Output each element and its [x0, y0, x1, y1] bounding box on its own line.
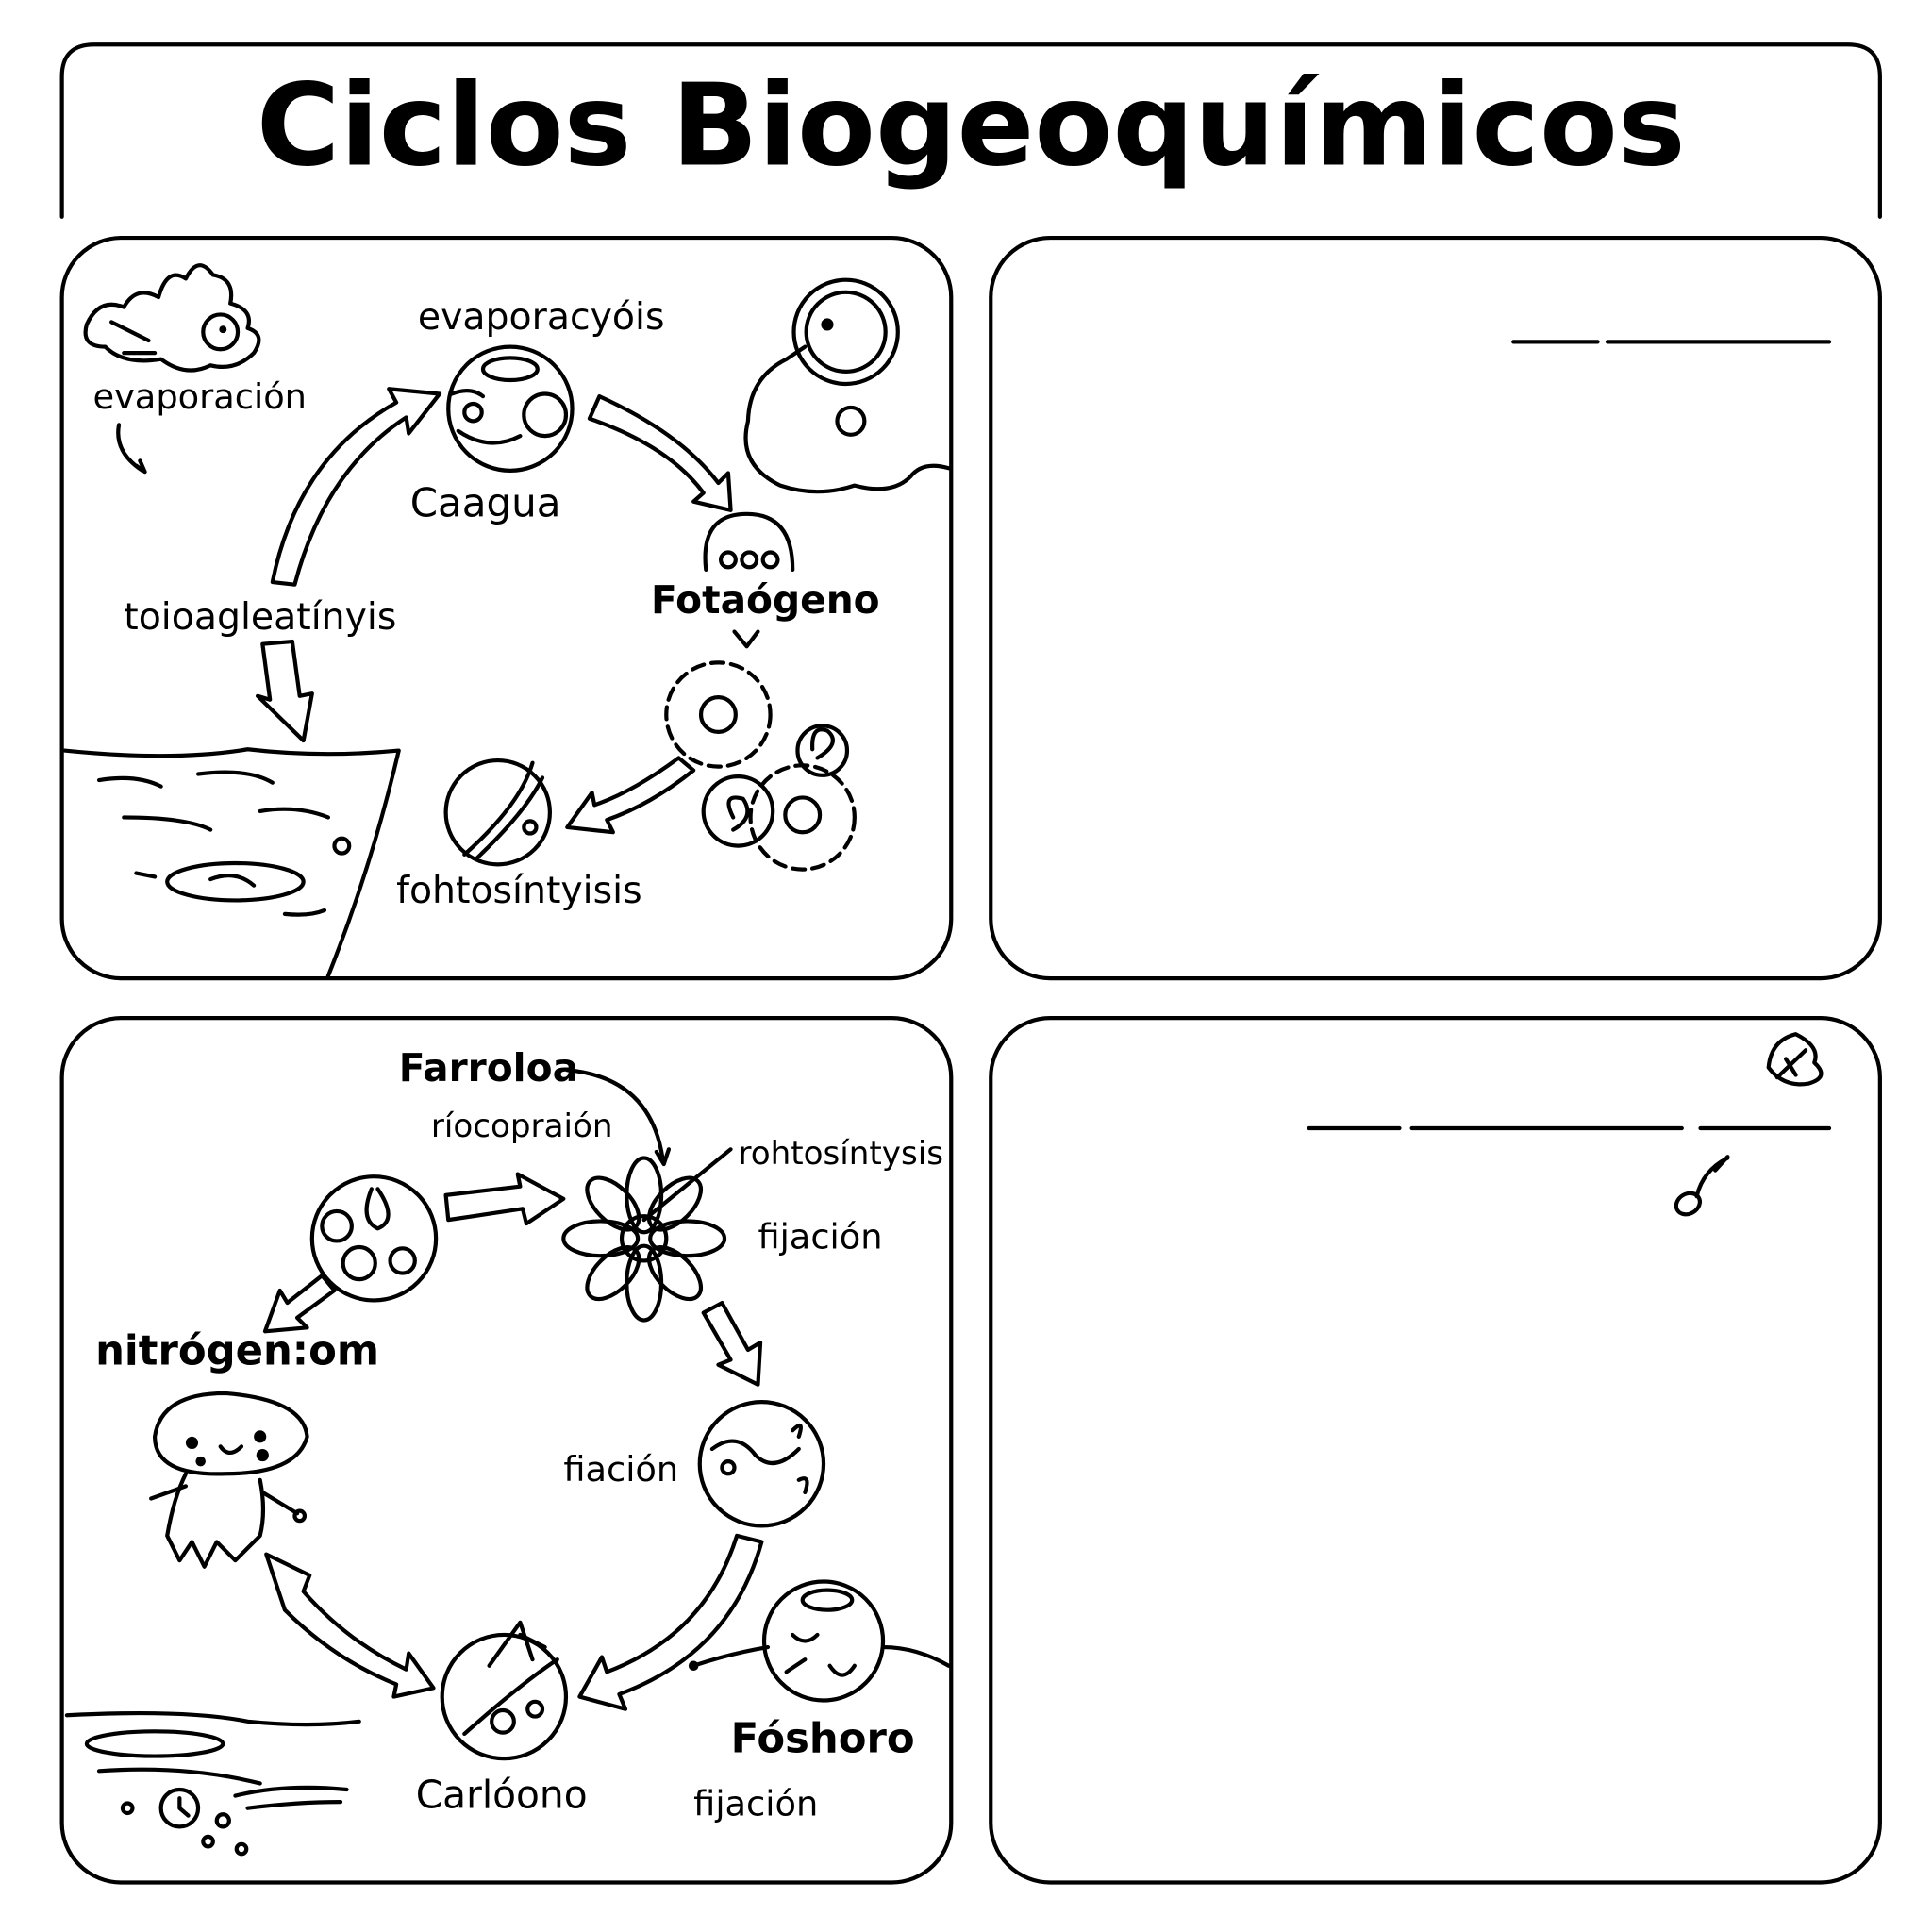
label-caagua: Caagua: [410, 479, 561, 525]
water-body-icon: [62, 747, 401, 978]
page-title: Ciclos Biogeoquímicos: [257, 60, 1686, 192]
label-farroloa: Farroloa: [399, 1045, 578, 1091]
phosphorus-globe-icon: [688, 1579, 951, 1703]
panel-nitrogen-cycle: [59, 1016, 954, 1885]
mushroom-character-icon: [149, 1391, 309, 1569]
water-globe-icon: [446, 344, 575, 473]
label-evaporacyois: evaporacyóis: [418, 295, 665, 339]
sun-cloud-icon: [743, 277, 951, 494]
swirl-globe-icon: [697, 1400, 826, 1528]
arrow-down-left: [262, 1274, 337, 1334]
arrow-right: [443, 1172, 566, 1226]
panel-blank-bottom: [989, 1016, 1882, 1885]
label-fiacion: fiación: [563, 1449, 678, 1490]
flower-fish-icon: [83, 263, 261, 373]
label-riocopraion: ríocopraión: [431, 1108, 613, 1145]
label-nitrogenom: nitrógen:om: [95, 1328, 379, 1375]
curved-arrow-icon: [116, 423, 147, 475]
leaf-icon: [1766, 1032, 1824, 1087]
label-toioagleatinyis: toioagleatínyis: [124, 595, 396, 639]
pond-icon: [64, 1710, 361, 1857]
label-evaporacion: evaporación: [92, 376, 307, 417]
label-rohtosintysis: rohtosíntysis: [738, 1135, 943, 1173]
arrow-down-left: [565, 756, 696, 835]
pointer-line: [641, 1147, 733, 1223]
cell-icon: [703, 511, 795, 649]
label-carloono: Carlóono: [416, 1773, 588, 1818]
flower-icon: [561, 1156, 727, 1323]
sphere-icon: [443, 758, 552, 867]
panel-blank-top: [989, 235, 1882, 981]
arrow-down: [255, 639, 314, 743]
carbon-globe-icon: [440, 1620, 569, 1761]
music-note-icon: [1674, 1155, 1730, 1217]
patterned-globe-icon: [309, 1174, 439, 1303]
double-arrow: [264, 1552, 436, 1699]
label-fijacion-bottom: fijación: [693, 1784, 818, 1824]
pointer-arrow: [565, 1068, 672, 1167]
arrow-down-left: [577, 1533, 764, 1711]
arrow-down: [701, 1300, 763, 1387]
label-fotaogeno: Fotaógeno: [651, 577, 880, 623]
title-frame: [59, 42, 1882, 219]
gears-icon: [664, 660, 857, 872]
label-foshoro: Fóshoro: [731, 1716, 915, 1763]
label-fijacion-top: fijación: [758, 1216, 882, 1257]
arrow-down-right: [587, 394, 733, 512]
label-fohtosintyisis: fohtosíntyisis: [396, 869, 641, 912]
panel-water-cycle: [59, 235, 954, 981]
arrow-up-right: [270, 387, 442, 587]
